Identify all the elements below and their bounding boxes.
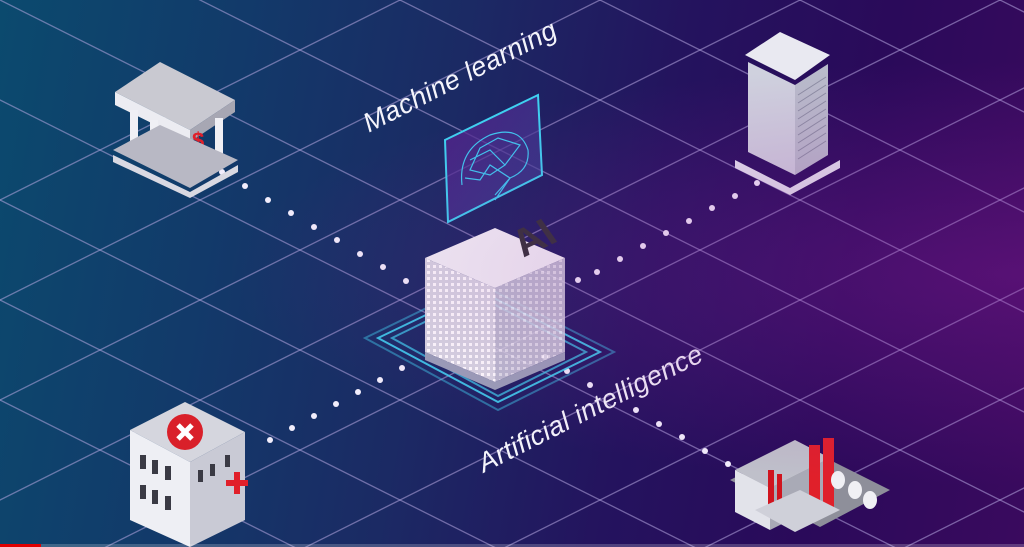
video-progress-fill: [0, 544, 41, 547]
brain-icon: [460, 131, 529, 201]
video-progress-bar[interactable]: [0, 544, 1024, 547]
